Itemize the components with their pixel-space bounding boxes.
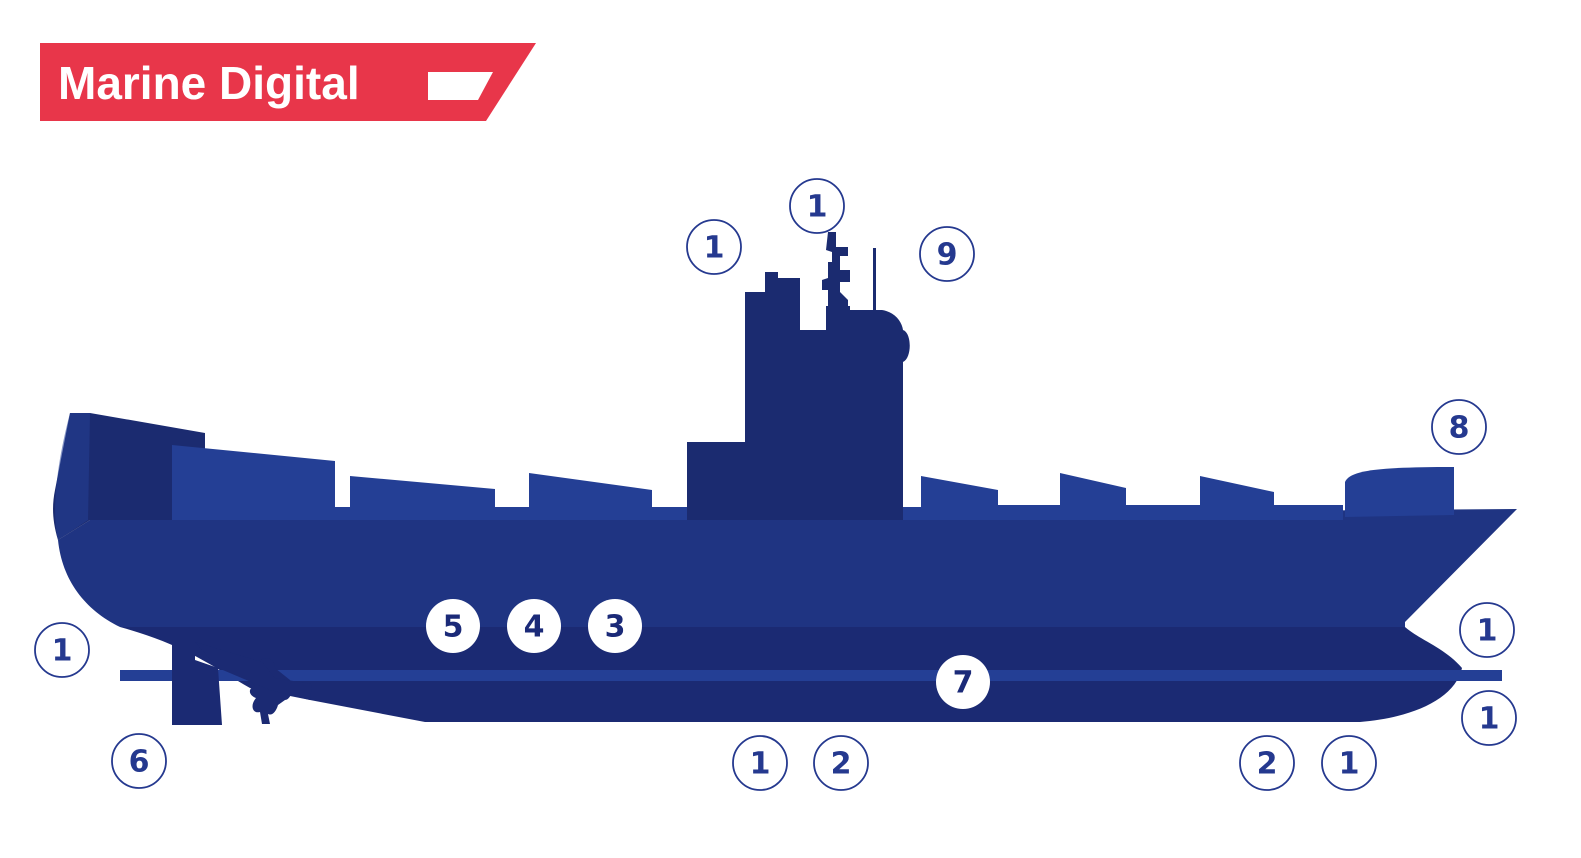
marker-label: 7 [953,666,974,701]
marker-label: 1 [1339,747,1360,782]
marker-label: 4 [524,610,545,645]
shaft-line [120,670,1502,681]
marker-circle [936,655,990,709]
marker-hull-4: 4 [507,599,561,653]
marker-circle [34,622,90,678]
hull-upper [58,509,1517,627]
mast [822,232,850,312]
marker-hull-5: 5 [426,599,480,653]
superstructure [687,272,910,520]
marker-label: 2 [1257,747,1278,782]
marker-stern-left: 1 [34,622,90,678]
marker-shaft-7: 7 [936,655,990,709]
marker-circle [1461,690,1517,746]
marker-label: 8 [1449,411,1470,446]
marker-circle [1431,399,1487,455]
stern-block [53,413,206,540]
marker-bow-deck: 8 [1431,399,1487,455]
marker-label: 1 [52,634,73,669]
marker-rudder-6: 6 [111,733,167,789]
antenna [873,248,876,310]
marker-bow-lower: 1 [1461,690,1517,746]
cargo-block [172,445,335,520]
marker-superstructure-left: 1 [686,219,742,275]
marker-label: 9 [937,238,958,273]
marker-label: 2 [831,747,852,782]
marker-label: 1 [807,190,828,225]
marker-circle [111,733,167,789]
brand-banner [40,43,536,121]
stern-skeg [195,642,312,700]
brand-name: Marine Digital [58,57,360,109]
marker-circle [732,735,788,791]
marker-label: 1 [1477,614,1498,649]
brand-logo: Marine Digital [40,43,536,121]
rudder [172,640,222,725]
marker-label: 1 [750,747,771,782]
marker-circle [686,219,742,275]
marker-mast-top: 1 [789,178,845,234]
marker-circle [588,599,642,653]
marker-label: 5 [443,610,464,645]
marker-hull-3: 3 [588,599,642,653]
marker-label: 1 [1479,702,1500,737]
brand-flag-icon [428,72,493,100]
ship [53,232,1517,725]
marker-circle [426,599,480,653]
marker-bow-upper: 1 [1459,602,1515,658]
marker-label: 6 [129,745,150,780]
marker-circle [919,226,975,282]
marker-keel-fwd-1: 1 [1321,735,1377,791]
marker-label: 1 [704,231,725,266]
marker-mast-right: 9 [919,226,975,282]
marker-circle [789,178,845,234]
marker-circle [1321,735,1377,791]
marker-circle [813,735,869,791]
stern-face [55,413,90,540]
marker-circle [1459,602,1515,658]
marker-circle [507,599,561,653]
marker-keel-mid-2: 2 [813,735,869,791]
marker-label: 3 [605,610,626,645]
cargo-connector [998,505,1343,520]
forecastle [1345,467,1454,517]
marker-circle [1239,735,1295,791]
marker-keel-mid-1: 1 [732,735,788,791]
cargo-block [921,476,998,520]
marker-keel-fwd-2: 2 [1239,735,1295,791]
